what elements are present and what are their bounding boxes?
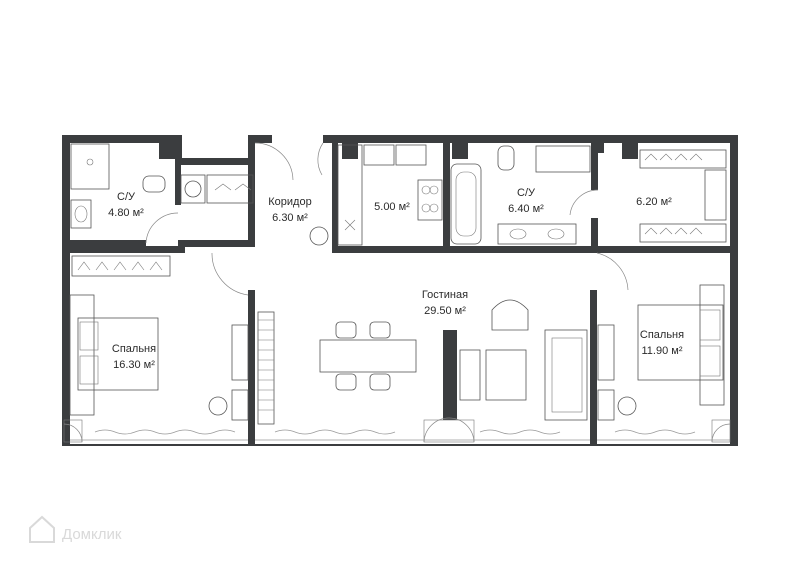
room-labels: С/У 4.80 м² Коридор 6.30 м² 5.00 м² С/У … [108,187,684,371]
watermark-text: Домклик [62,526,122,543]
walls [62,135,738,446]
house-logo-icon [29,515,55,543]
room-kitchen-area: 5.00 м² [374,201,410,213]
room-bed1-name: Спальня [112,343,156,355]
windows [63,419,731,443]
room-closet-area: 6.20 м² [636,196,672,208]
room-living-area: 29.50 м² [424,305,466,317]
watermark: Домклик [29,515,122,543]
room-bed2-name: Спальня [640,329,684,341]
room-hall-area: 6.30 м² [272,212,308,224]
room-bed1-area: 16.30 м² [113,359,155,371]
room-hall-name: Коридор [268,196,311,208]
fixtures [69,143,727,425]
room-bed2-area: 11.90 м² [642,345,683,357]
room-living-name: Гостиная [422,289,468,301]
room-bath2-area: 6.40 м² [508,203,544,215]
room-bath2-name: С/У [517,187,536,199]
room-bath1-area: 4.80 м² [108,207,144,219]
room-bath1-name: С/У [117,191,136,203]
doors [63,142,731,443]
